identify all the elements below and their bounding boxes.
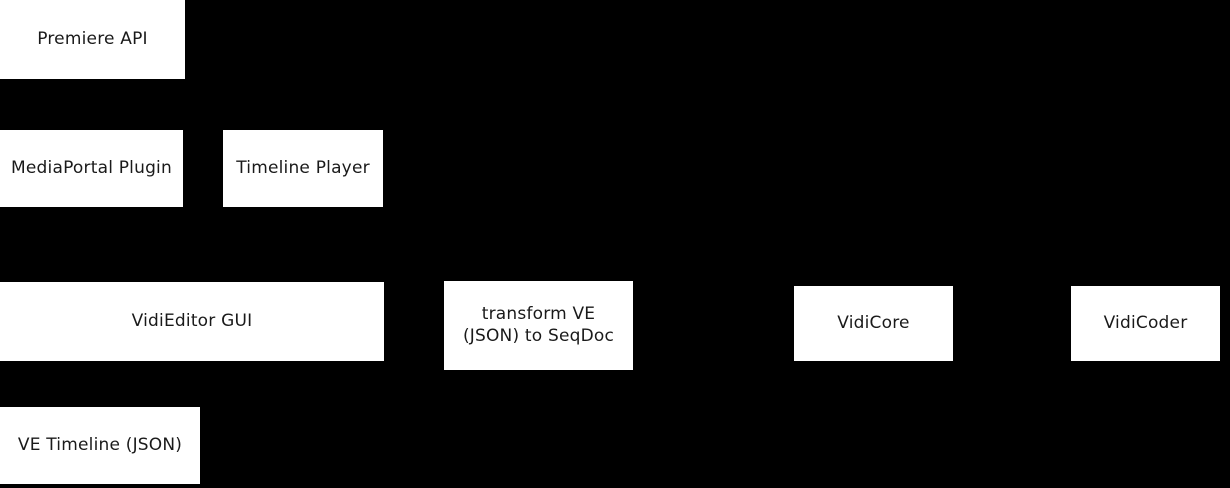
diagram-node-vidieditor-gui[interactable]: VidiEditor GUI (0, 282, 384, 361)
diagram-node-label: VidiCore (837, 312, 910, 333)
diagram-node-timeline-player[interactable]: Timeline Player (223, 130, 383, 207)
diagram-node-label: MediaPortal Plugin (11, 157, 172, 178)
diagram-node-label: transform VE (JSON) to SeqDoc (462, 304, 615, 346)
diagram-node-premiere-api[interactable]: Premiere API (0, 0, 185, 79)
diagram-node-vidicoder[interactable]: VidiCoder (1071, 286, 1220, 361)
diagram-node-label: Timeline Player (236, 157, 370, 178)
diagram-node-label: VE Timeline (JSON) (17, 434, 183, 455)
diagram-node-ve-timeline-json[interactable]: VE Timeline (JSON) (0, 407, 200, 484)
diagram-node-vidicore[interactable]: VidiCore (794, 286, 953, 361)
diagram-node-transform-ve-json-to-seqdoc[interactable]: transform VE (JSON) to SeqDoc (444, 281, 633, 370)
diagram-node-label: VidiCoder (1103, 312, 1188, 333)
diagram-node-mediaportal-plugin[interactable]: MediaPortal Plugin (0, 130, 183, 207)
diagram-node-label: Premiere API (37, 28, 148, 49)
diagram-node-label: VidiEditor GUI (131, 310, 253, 331)
